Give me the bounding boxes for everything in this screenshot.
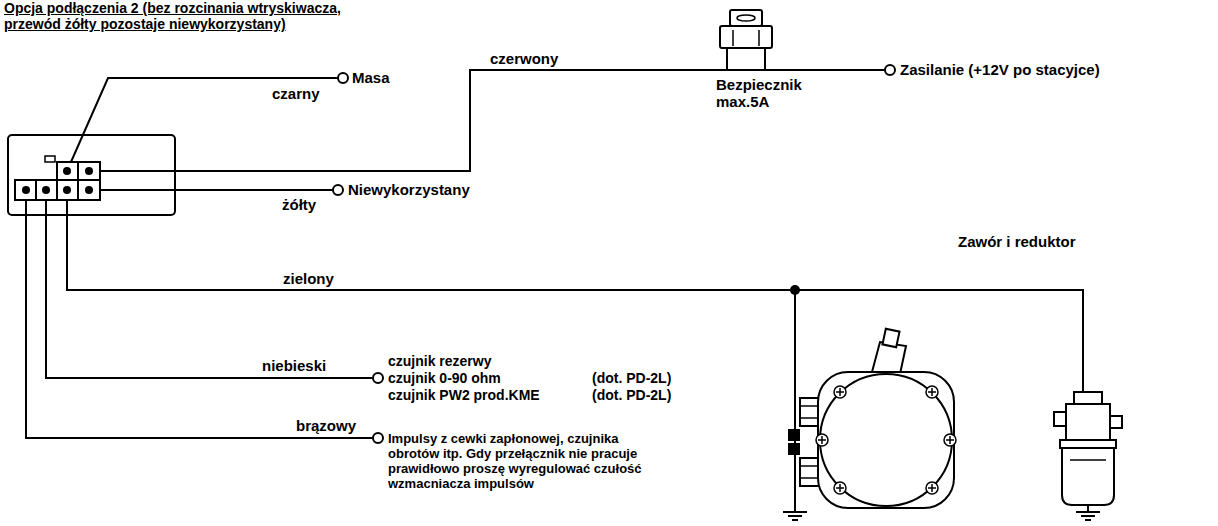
solenoid-valve-part — [1074, 392, 1102, 404]
reducer-part-part — [834, 386, 846, 398]
reducer-part-part — [821, 436, 823, 444]
ground-symbol-part — [1085, 519, 1091, 521]
reducer-part-part — [926, 386, 938, 398]
connector-plug-part-part — [63, 186, 71, 194]
connector-plug-part — [8, 135, 175, 215]
connector-plug-part — [15, 180, 100, 200]
note: Impulsy z cewki zapłonowej, czujnika obr… — [388, 431, 660, 491]
connector-plug-part — [45, 156, 55, 162]
ground-symbol-part — [783, 511, 807, 513]
terminal-label: czujnik 0-90 ohm — [388, 370, 501, 386]
terminal-label: czujnik rezerwy — [388, 353, 492, 369]
terminal-part — [885, 65, 895, 75]
brown-wire — [26, 190, 373, 438]
fuse-symbol-part — [720, 26, 772, 48]
reducer-part — [820, 374, 952, 506]
wire-color: niebieski — [262, 357, 326, 374]
connector-plug — [8, 135, 175, 215]
wire-color: czarny — [272, 85, 320, 102]
solenoid-valve-part — [1070, 459, 1106, 461]
reducer-part-part — [949, 436, 951, 444]
connector-plug-part — [57, 162, 100, 180]
fuse-symbol-part — [726, 48, 728, 70]
yellow-wire — [89, 189, 333, 191]
black-wire — [67, 78, 338, 171]
fuse-symbol-part — [764, 48, 766, 70]
ground-symbol-part — [792, 519, 798, 521]
connector-plug-part — [22, 167, 93, 194]
note: (dot. PD-2L) — [592, 387, 671, 403]
solenoid-valve-part — [1110, 416, 1122, 428]
diagram-title: Opcja podłączenia 2 (bez rozcinania wtry… — [4, 0, 345, 32]
connector-plug-part-part — [63, 167, 71, 175]
terminal-label: czujnik PW2 prod.KME — [388, 387, 540, 403]
wire-color: zielony — [283, 270, 334, 287]
reducer-part-part — [944, 434, 956, 446]
terminal-label: Masa — [352, 69, 390, 86]
terminal-label: Niewykorzystany — [348, 181, 470, 198]
note: (dot. PD-2L) — [592, 370, 671, 386]
solenoid-valve-part — [1066, 404, 1110, 440]
ground-wire — [1087, 505, 1089, 512]
wire-color: brązowy — [296, 417, 356, 434]
reducer-part-part — [839, 388, 841, 396]
ground-symbol-part — [1081, 515, 1095, 517]
connector-plug-part-part — [22, 186, 30, 194]
part-name: Zawór i reduktor — [958, 233, 1076, 250]
fuse-symbol-part — [730, 10, 762, 26]
reducer-part — [816, 386, 956, 494]
reducer-part-part — [931, 388, 933, 396]
reducer-part — [789, 444, 799, 454]
connector-plug-part-part — [85, 167, 93, 175]
connector-plug-part — [56, 180, 58, 200]
ground-symbol — [783, 512, 1100, 520]
reducer-part — [818, 372, 954, 508]
part-name: Bezpiecznik max.5A — [716, 76, 816, 110]
wire — [26, 70, 1088, 512]
reducer-part — [882, 329, 899, 348]
connector-plug-part-part — [42, 186, 50, 194]
solenoid-valve-part — [1054, 412, 1066, 426]
reducer-part-part — [931, 484, 933, 492]
connector-plug-part — [77, 180, 79, 200]
terminal-part — [373, 373, 383, 383]
reducer-part-part — [839, 484, 841, 492]
solenoid-valve — [1054, 392, 1122, 505]
reducer-part-part — [816, 434, 828, 446]
reducer-part — [789, 430, 799, 440]
terminal — [333, 65, 895, 443]
reducer-part — [872, 342, 906, 374]
fuse-symbol-part — [758, 30, 760, 46]
solenoid-valve-part — [1060, 440, 1116, 448]
solenoid-valve-part — [1062, 448, 1114, 505]
terminal-part — [338, 73, 348, 83]
ground-symbol-part — [788, 515, 802, 517]
fuse-symbol — [720, 10, 772, 70]
terminal-part — [373, 433, 383, 443]
reducer-part-part — [834, 482, 846, 494]
junction-dot — [790, 285, 800, 295]
connector-plug-part — [35, 180, 37, 200]
fuse-symbol-part — [737, 15, 755, 21]
green-wire — [67, 190, 1083, 392]
reducer-part-part — [926, 482, 938, 494]
red-wire — [89, 70, 885, 171]
fuse-symbol-part — [732, 30, 734, 46]
connector-plug-part-part — [85, 186, 93, 194]
terminal-part — [333, 185, 343, 195]
wire-color: czerwony — [490, 50, 558, 67]
reducer — [789, 329, 956, 508]
green-wire — [794, 290, 796, 512]
wire-color: żółty — [282, 196, 316, 213]
terminal-label: Zasilanie (+12V po stacyjce) — [900, 61, 1100, 78]
ground-symbol-part — [1076, 511, 1100, 513]
connector-plug-part — [77, 162, 79, 180]
blue-wire — [46, 190, 373, 378]
